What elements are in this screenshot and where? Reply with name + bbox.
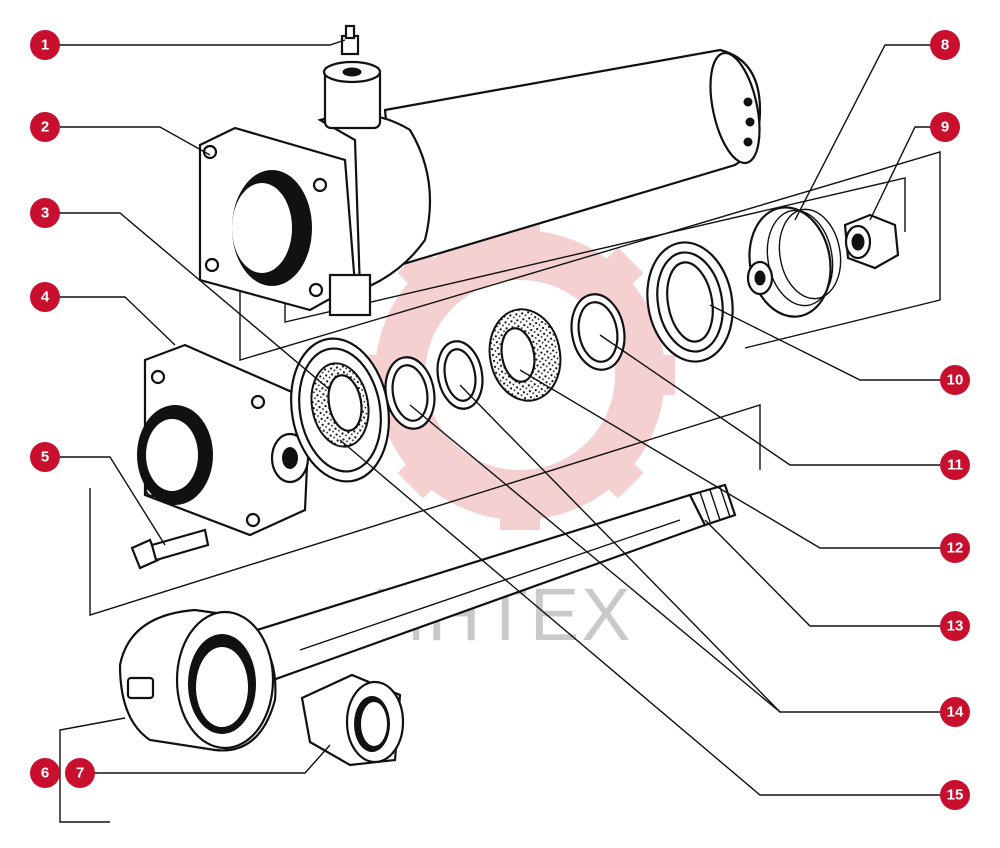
seal-set (290, 241, 734, 483)
callout-11: 11 (940, 450, 970, 480)
svg-text:5: 5 (41, 449, 49, 466)
cylinder-gland (137, 343, 312, 537)
leader-lines (45, 39, 945, 823)
assembly-frames (89, 151, 941, 616)
callout-9: 9 (930, 112, 960, 142)
callout-8: 8 (930, 30, 960, 60)
svg-text:6: 6 (41, 765, 49, 782)
callout-2: 2 (30, 112, 60, 142)
piston (746, 206, 842, 318)
bolt (130, 528, 210, 570)
bushing (300, 673, 405, 767)
svg-text:12: 12 (947, 540, 964, 557)
svg-text:15: 15 (947, 787, 964, 804)
callout-3: 3 (30, 198, 60, 228)
grease-nipple (340, 24, 360, 56)
svg-text:7: 7 (76, 765, 84, 782)
svg-text:4: 4 (41, 289, 50, 306)
svg-text:10: 10 (947, 372, 964, 389)
piston-nut (843, 213, 900, 270)
svg-text:8: 8 (941, 37, 949, 54)
cylinder-tube (198, 48, 762, 317)
svg-text:2: 2 (41, 119, 49, 136)
callout-7: 7 (65, 758, 95, 788)
callout-1: 1 (30, 30, 60, 60)
callout-4: 4 (30, 282, 60, 312)
callout-badges: 1 2 3 4 5 6 7 8 9 10 11 12 13 14 15 (30, 30, 970, 810)
callout-10: 10 (940, 365, 970, 395)
callout-13: 13 (940, 611, 970, 641)
svg-text:3: 3 (41, 205, 49, 222)
svg-text:11: 11 (947, 457, 963, 474)
callout-6: 6 (30, 758, 60, 788)
callout-15: 15 (940, 780, 970, 810)
callout-5: 5 (30, 442, 60, 472)
callout-14: 14 (940, 697, 970, 727)
rod-eye (118, 608, 277, 752)
callout-12: 12 (940, 533, 970, 563)
svg-text:9: 9 (941, 119, 949, 136)
svg-text:14: 14 (947, 704, 964, 721)
svg-text:1: 1 (41, 37, 49, 54)
svg-text:13: 13 (947, 618, 964, 635)
